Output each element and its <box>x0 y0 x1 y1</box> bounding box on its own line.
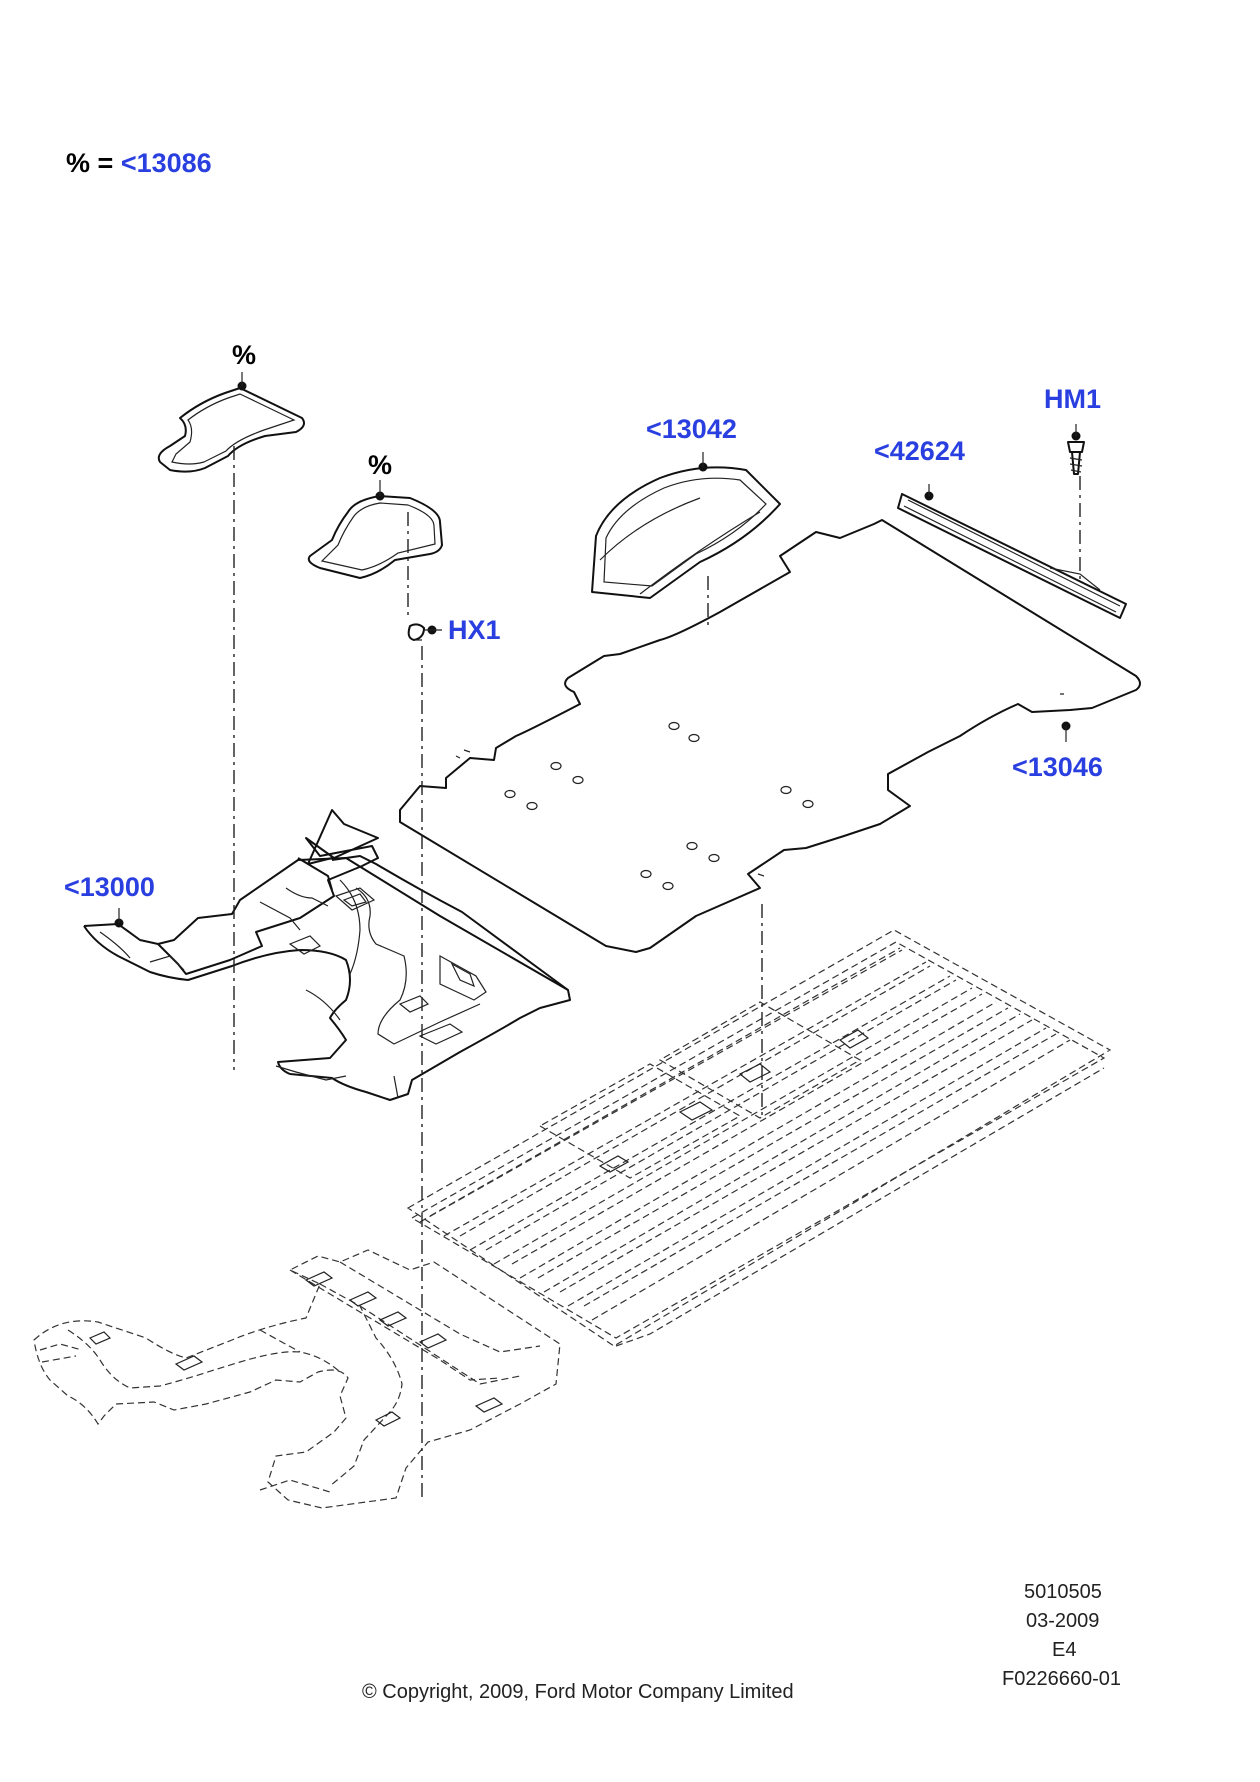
callout-hx1[interactable]: HX1 <box>448 615 501 645</box>
front-floor-pan-phantom <box>33 1249 561 1509</box>
callout-mat-a: % <box>232 340 257 370</box>
callout-42624[interactable]: <42624 <box>874 436 965 466</box>
screw[interactable] <box>1067 441 1085 475</box>
floor-covering[interactable] <box>399 519 1141 953</box>
legend-reference[interactable]: <13086 <box>120 148 212 178</box>
floor-mat-front-left[interactable] <box>157 387 305 473</box>
callout-mat-b: % <box>368 450 393 480</box>
load-floor-rail[interactable] <box>897 493 1127 619</box>
retainer-clip[interactable] <box>407 623 425 641</box>
callout-13000[interactable]: <13000 <box>64 872 155 902</box>
legend: % = <13086 <box>66 150 212 177</box>
front-floor-insulator[interactable] <box>83 809 571 1101</box>
drawing-date: 03-2009 <box>1026 1610 1100 1632</box>
legend-equals: = <box>97 148 114 178</box>
rear-floor-panel-phantom <box>406 929 1112 1347</box>
drawing-revision: E4 <box>1052 1639 1077 1661</box>
legend-symbol: % <box>66 148 91 178</box>
callout-hm1[interactable]: HM1 <box>1044 384 1102 414</box>
assembly-centerlines <box>233 446 1081 1500</box>
wheel-arch-cover[interactable] <box>591 466 781 599</box>
drawing-code: 5010505 <box>1024 1581 1102 1603</box>
callout-13046[interactable]: <13046 <box>1012 752 1103 782</box>
floor-mat-front-right[interactable] <box>307 495 443 579</box>
callout-13042[interactable]: <13042 <box>646 414 737 444</box>
figure-number: F0226660-01 <box>1002 1668 1121 1690</box>
copyright-notice: © Copyright, 2009, Ford Motor Company Li… <box>362 1681 794 1703</box>
